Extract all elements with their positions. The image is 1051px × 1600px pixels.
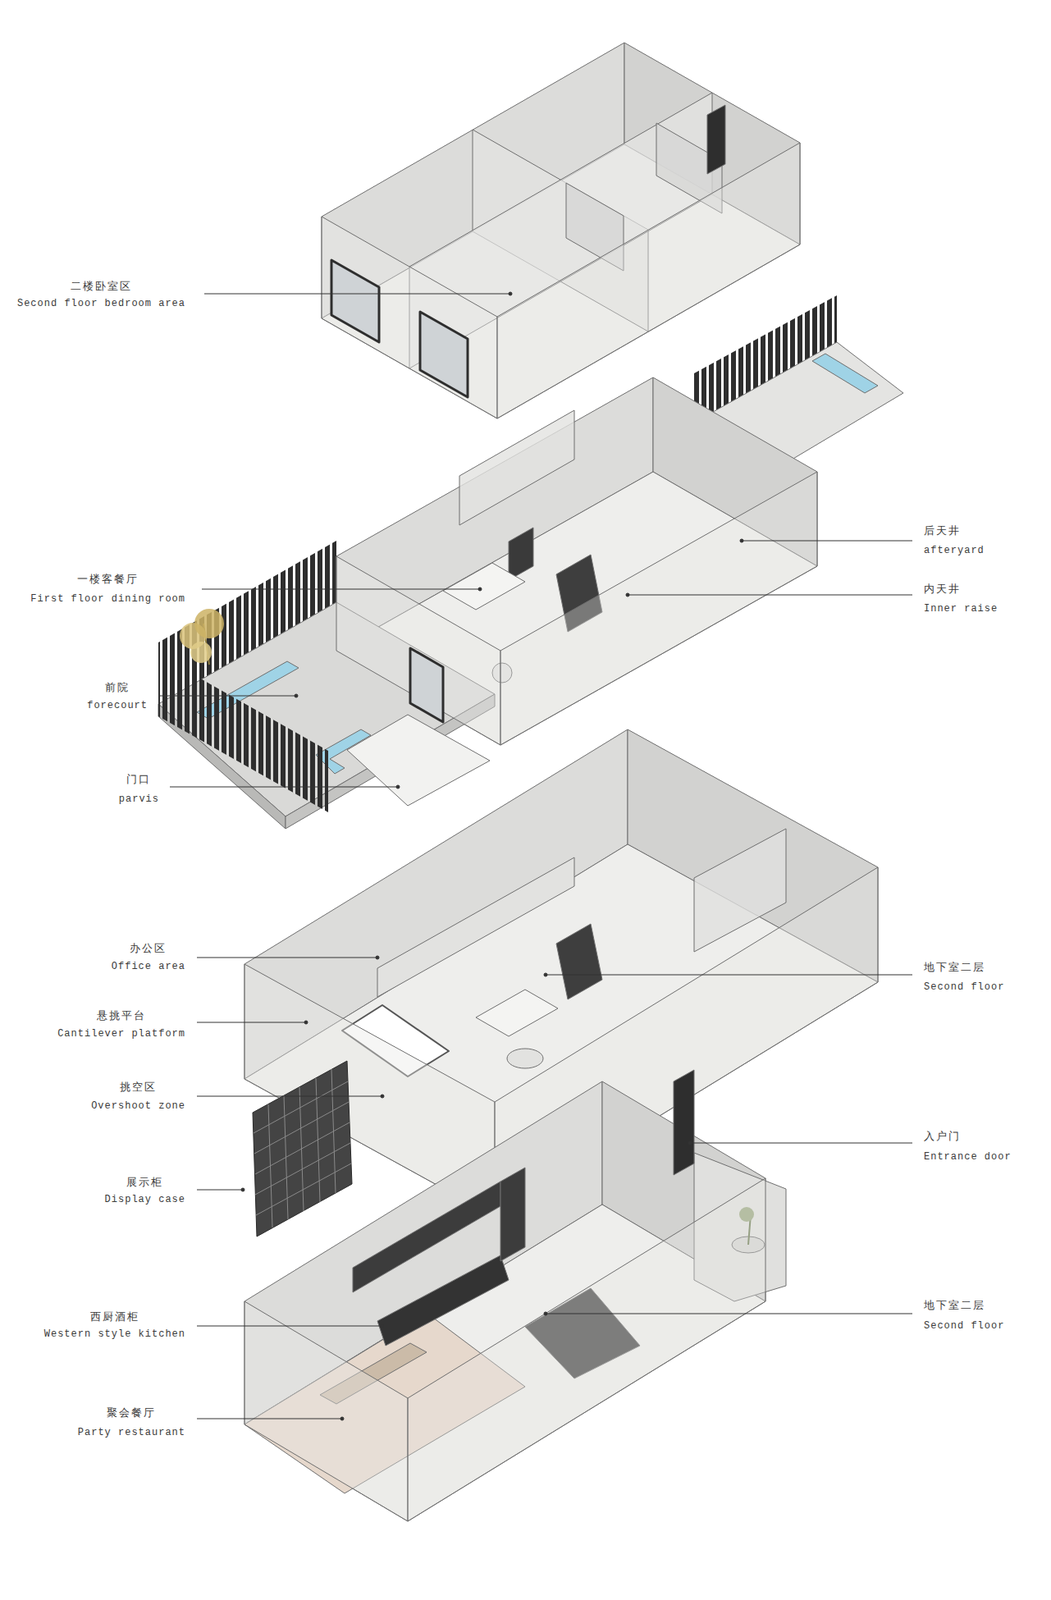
callout-label: Entrance door (923, 1149, 1012, 1165)
callout-label: 聚会餐厅 (106, 1405, 156, 1421)
callout-label: First floor dining room (30, 591, 186, 607)
callout-label: 悬挑平台 (96, 1008, 147, 1024)
callout-label: afteryard (923, 543, 985, 558)
callout-label: parvis (118, 791, 160, 807)
callout-label: Second floor (923, 1318, 1005, 1334)
callout-label: Party restaurant (77, 1425, 186, 1440)
callout-label: 后天井 (923, 523, 961, 539)
callout-label: 一楼客餐厅 (77, 571, 139, 587)
callout-label: Western style kitchen (44, 1326, 186, 1342)
callout-label: 西厨酒柜 (90, 1309, 140, 1325)
callout-label: 二楼卧室区 (70, 278, 133, 294)
callout-label: 门口 (126, 772, 151, 787)
callout-label: Second floor (923, 979, 1005, 995)
callout-label: 展示柜 (126, 1174, 164, 1190)
callout-label: 地下室二层 (923, 959, 986, 975)
callout-label: 办公区 (129, 941, 167, 956)
callout-label: Office area (111, 959, 186, 974)
callout-label: 内天井 (923, 581, 961, 597)
callout-label: Overshoot zone (91, 1098, 186, 1114)
callout-label: 前院 (105, 680, 130, 695)
callout-label: 地下室二层 (923, 1297, 986, 1313)
callout-label: Second floor bedroom area (17, 296, 186, 311)
callout-label: Cantilever platform (57, 1026, 186, 1042)
callout-label: forecourt (86, 698, 148, 713)
callout-label: Display case (105, 1192, 186, 1207)
callout-label: 挑空区 (119, 1079, 157, 1095)
callout-label: 入户门 (923, 1128, 961, 1144)
callout-label: Inner raise (923, 601, 998, 617)
